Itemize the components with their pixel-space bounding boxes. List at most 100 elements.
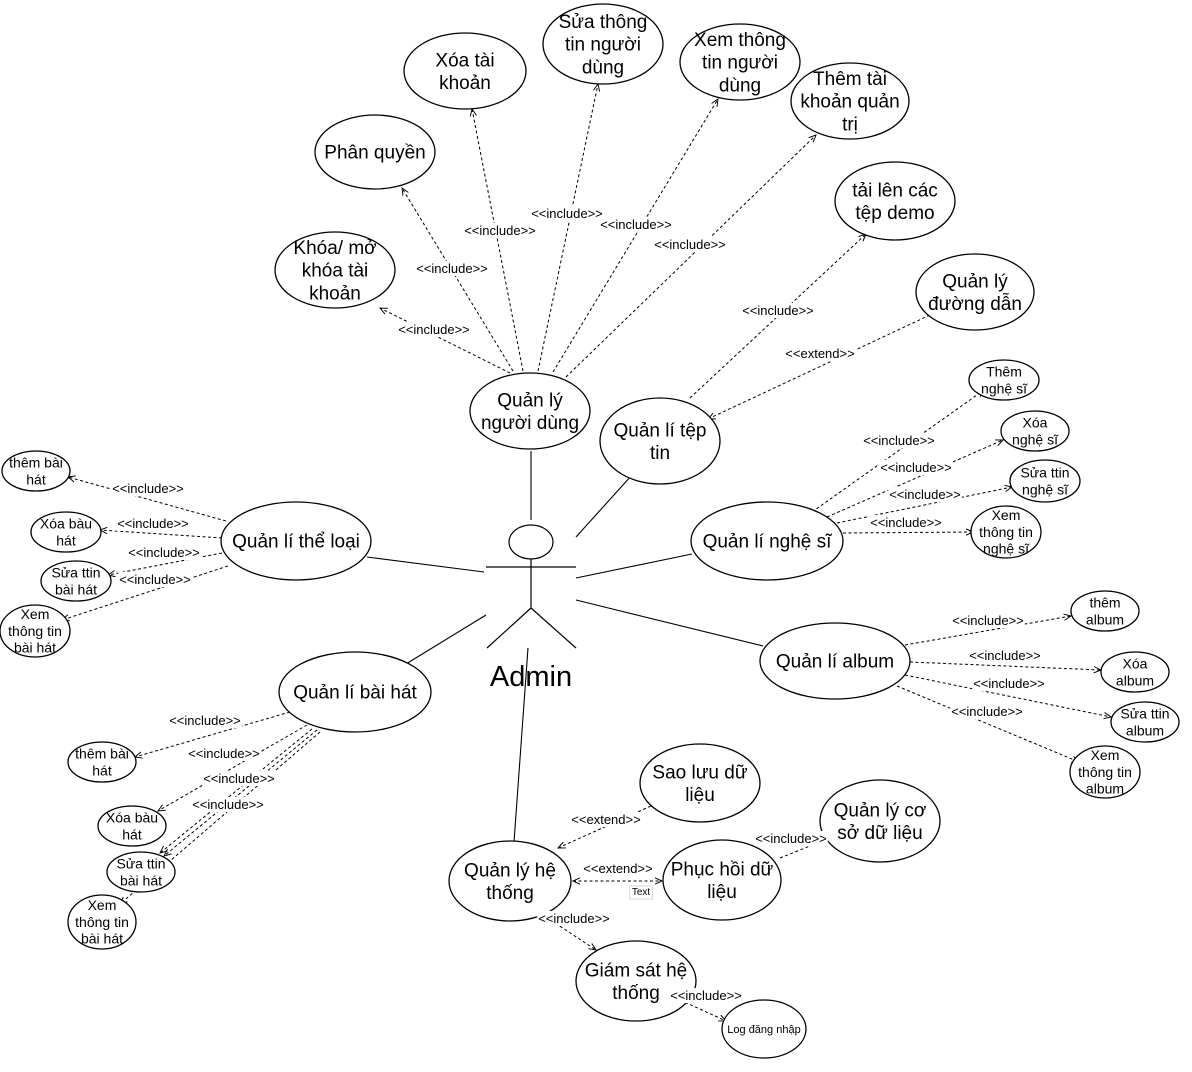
usecase-quan-li-album[interactable]: Quản lí album	[759, 622, 911, 700]
usecase-phan-quyen[interactable]: Phân quyền	[314, 114, 436, 190]
dependency-fm-f1	[689, 234, 866, 399]
svg-text:<<include>>: <<include>>	[889, 487, 961, 502]
usecase-quan-li-the-loai-shape	[220, 501, 372, 581]
usecase-khoa-mo-khoa-tai-khoan-shape	[274, 231, 396, 309]
usecase-tai-len-cac-tep-demo-shape	[834, 161, 956, 241]
stereotype-label: <<include>>	[754, 831, 828, 846]
usecase-xem-thong-tin-bai-hat-shape	[67, 894, 137, 950]
dependency-u4	[537, 84, 598, 372]
stereotype-label: <<include>>	[116, 516, 190, 531]
usecase-xem-thong-tin-nguoi-dung-shape	[679, 23, 801, 101]
dependency-a2	[826, 440, 1003, 518]
usecase-quan-li-album-label: Quản lí album	[776, 652, 894, 673]
usecase-log-dang-nhap[interactable]: Log đăng nhập	[721, 999, 807, 1059]
stereotype-label: <<include>>	[869, 515, 943, 530]
dependency-al4	[896, 685, 1079, 762]
usecase-quan-li-nghe-si[interactable]: Quản lí nghệ sĩ	[690, 501, 844, 581]
svg-text:<<include>>: <<include>>	[951, 704, 1023, 719]
stereotype-label: <<include>>	[111, 481, 185, 496]
actor-name: Admin	[490, 661, 572, 693]
stereotype-label: <<include>>	[741, 303, 815, 318]
stereotype-label: <<include>>	[879, 460, 953, 475]
svg-text:<<include>>: <<include>>	[119, 572, 191, 587]
stereotype-label: <<extend>>	[570, 812, 642, 827]
stereotype-label: <<include>>	[888, 487, 962, 502]
actor-admin: Admin	[486, 524, 577, 693]
usecase-quan-li-the-loai-label: Quản lí thể loại	[232, 532, 360, 553]
usecase-log-dang-nhap-label: Log đăng nhập	[727, 1024, 800, 1036]
usecase-sua-thong-tin-nguoi-dung-shape	[542, 3, 664, 85]
dependency-y5	[679, 999, 726, 1021]
association-admin-quan-li-album	[575, 599, 764, 647]
usecase-them-tai-khoan-quan-tri-shape	[790, 62, 910, 140]
dependency-a1	[811, 390, 984, 513]
stereotype-label: <<include>>	[191, 797, 265, 812]
usecase-quan-li-nghe-si-shape	[690, 501, 844, 581]
stereotype-label: <<include>>	[463, 223, 537, 238]
note-text-label: Text	[629, 885, 653, 900]
usecase-phan-quyen-label: Phân quyền	[324, 143, 425, 164]
usecase-quan-ly-duong-dan-shape	[915, 253, 1035, 331]
usecase-quan-ly-nguoi-dung-shape	[469, 372, 591, 450]
dependency-u6	[565, 135, 816, 378]
svg-text:<<include>>: <<include>>	[538, 911, 610, 926]
usecase-quan-li-the-loai[interactable]: Quản lí thể loại	[220, 501, 372, 581]
usecase-xoa-tai-khoan-shape	[403, 32, 527, 110]
usecase-quan-li-bai-hat[interactable]: Quản lí bài hát	[278, 651, 432, 733]
usecase-sao-luu-du-lieu-shape	[639, 743, 761, 823]
svg-text:<<include>>: <<include>>	[192, 797, 264, 812]
dependency-u5	[552, 99, 718, 373]
usecase-xem-thong-tin-bai-hat-genre-shape	[0, 604, 71, 658]
usecase-sua-ttin-bai-hat-shape	[106, 851, 176, 893]
stereotype-label: <<include>>	[127, 545, 201, 560]
usecase-giam-sat-he-thong-shape	[575, 940, 697, 1022]
svg-text:<<include>>: <<include>>	[870, 515, 942, 530]
stereotype-label: <<include>>	[950, 704, 1024, 719]
actor-left-leg	[486, 607, 532, 649]
dependency-a4	[842, 532, 973, 533]
